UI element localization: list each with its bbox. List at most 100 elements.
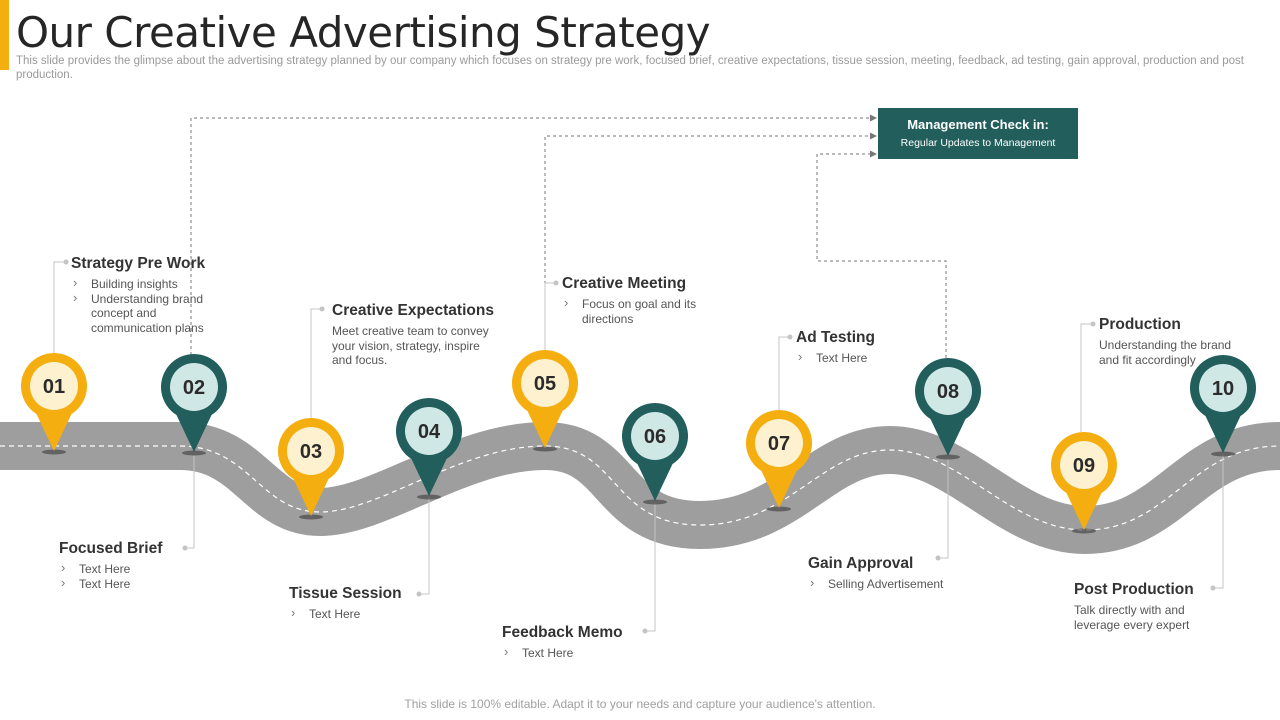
step-06-title: Feedback Memo: [502, 624, 623, 641]
pin-04-number: 04: [418, 421, 441, 443]
pin-09-number: 09: [1073, 455, 1095, 477]
leader-06: [645, 503, 656, 632]
step-04-list: Text Here: [289, 606, 419, 622]
pin-02-shadow: [182, 450, 206, 456]
pin-08-shadow: [936, 454, 960, 460]
step-01-title: Strategy Pre Work: [71, 255, 206, 272]
leader-05: [544, 282, 556, 350]
pin-08-face: [924, 367, 972, 415]
pin-05-face: [521, 359, 569, 407]
pin-08-number: 08: [937, 381, 959, 403]
pin-01-face: [30, 362, 78, 410]
leader-08: [938, 458, 949, 559]
step-07-list: Text Here: [796, 350, 916, 366]
step-09-text: Understanding the brand and fit accordin…: [1099, 338, 1232, 367]
pin-07: 07: [746, 410, 813, 512]
pin-04: 04: [396, 398, 463, 500]
pin-06-shadow: [643, 499, 667, 505]
pin-01: 01: [21, 353, 87, 455]
pin-09: 09: [1051, 432, 1118, 534]
pin-04-face: [405, 407, 453, 455]
step-03-text: Meet creative team to convey your vision…: [332, 324, 489, 367]
step-07-title: Ad Testing: [796, 329, 875, 346]
step-01-block: Strategy Pre Work Building insights Unde…: [71, 255, 221, 335]
connector-08-to-management: [816, 150, 947, 358]
pin-10-number: 10: [1212, 378, 1234, 400]
page-subtitle: This slide provides the glimpse about th…: [16, 55, 1244, 81]
step-08-list: Selling Advertisement: [808, 576, 968, 592]
pin-07-number: 07: [768, 433, 790, 455]
step-02-list: Text Here Text Here: [59, 561, 189, 592]
leader-09: [1080, 323, 1093, 432]
pin-07-shadow: [767, 506, 791, 512]
step-10-block: Post Production Talk directly with and l…: [1074, 581, 1204, 632]
pin-05-number: 05: [534, 373, 556, 395]
management-title: Management Check in:: [907, 117, 1049, 132]
leader-07: [778, 336, 790, 410]
step-01-list: Building insights Understanding brand co…: [71, 276, 221, 336]
footer-note: This slide is 100% editable. Adapt it to…: [404, 697, 876, 711]
leader-dots: [63, 259, 1216, 634]
step-05-list: Focus on goal and its directions: [562, 296, 712, 326]
management-check-box: Management Check in: Regular Updates to …: [878, 108, 1078, 159]
pin-02-number: 02: [183, 377, 205, 399]
step-10-title: Post Production: [1074, 581, 1194, 598]
step-01-bullet-2: Understanding brand concept and communic…: [71, 291, 221, 336]
pin-09-shadow: [1072, 528, 1096, 534]
step-05-bullet-1: Focus on goal and its directions: [562, 296, 712, 326]
step-02-title: Focused Brief: [59, 540, 163, 557]
step-02-bullet-1: Text Here: [59, 561, 189, 577]
step-03-title: Creative Expectations: [332, 302, 494, 319]
step-05-block: Creative Meeting Focus on goal and its d…: [562, 275, 712, 326]
pin-03-number: 03: [300, 441, 322, 463]
step-02-block: Focused Brief Text Here Text Here: [59, 540, 189, 591]
leader-03: [310, 308, 322, 420]
pin-07-face: [755, 419, 803, 467]
step-09-block: Production Understanding the brand and f…: [1099, 316, 1249, 367]
leader-02: [185, 455, 195, 549]
page-title: Our Creative Advertising Strategy: [16, 8, 711, 57]
pin-03-face: [287, 427, 335, 475]
step-06-block: Feedback Memo Text Here: [502, 624, 642, 661]
step-06-list: Text Here: [502, 645, 642, 661]
leader-lines: [53, 261, 1224, 632]
pin-10-shadow: [1211, 451, 1235, 457]
pin-10: 10: [1190, 355, 1256, 457]
connector-02-to-management: [190, 114, 877, 355]
pin-02-face: [170, 363, 218, 411]
step-01-bullet-1: Building insights: [71, 276, 221, 292]
pin-01-number: 01: [43, 376, 65, 398]
pin-10-face: [1199, 364, 1247, 412]
map-pins: 01 02 03 04 05 06 07 08 09 10: [21, 350, 1256, 534]
step-10-text: Talk directly with and leverage every ex…: [1074, 603, 1190, 632]
pin-05: 05: [512, 350, 578, 452]
step-07-block: Ad Testing Text Here: [796, 329, 916, 366]
pin-01-shadow: [42, 449, 66, 455]
step-03-block: Creative Expectations Meet creative team…: [332, 302, 497, 368]
step-06-bullet-1: Text Here: [502, 645, 642, 661]
pin-05-shadow: [533, 446, 557, 452]
step-04-block: Tissue Session Text Here: [289, 585, 419, 622]
management-subtitle: Regular Updates to Management: [900, 137, 1056, 149]
pin-09-face: [1060, 441, 1108, 489]
pin-06-face: [631, 412, 679, 460]
leader-04: [419, 497, 430, 595]
pin-02: 02: [161, 354, 227, 456]
pin-04-shadow: [417, 494, 441, 500]
step-02-bullet-2: Text Here: [59, 576, 189, 592]
step-08-bullet-1: Selling Advertisement: [808, 576, 968, 592]
leader-10: [1213, 454, 1224, 589]
step-04-title: Tissue Session: [289, 585, 402, 602]
step-04-bullet-1: Text Here: [289, 606, 419, 622]
leader-01: [53, 261, 66, 355]
title-accent-bar: [0, 0, 9, 70]
pin-08: 08: [915, 357, 982, 460]
step-05-title: Creative Meeting: [562, 275, 687, 292]
management-connectors: [190, 114, 947, 358]
step-07-bullet-1: Text Here: [796, 350, 916, 366]
pin-06-number: 06: [644, 426, 666, 448]
step-08-block: Gain Approval Selling Advertisement: [808, 555, 968, 592]
pin-06: 06: [622, 403, 689, 505]
step-08-title: Gain Approval: [808, 555, 914, 572]
